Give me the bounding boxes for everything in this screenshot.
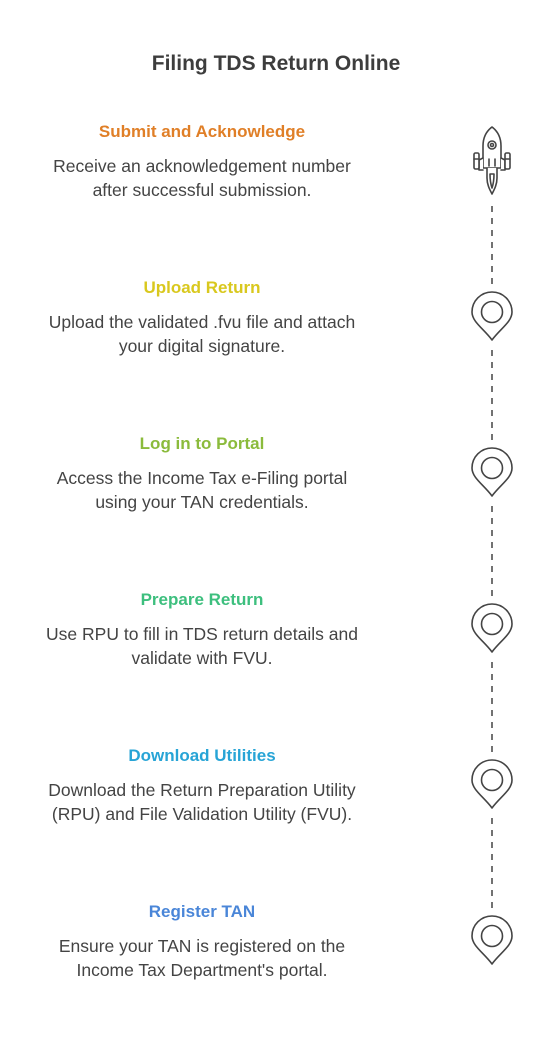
step-description: Receive an acknowledgement number after … [0,154,404,202]
description-line: Income Tax Department's portal. [76,960,328,980]
step-heading: Register TAN [148,902,256,921]
step-prepare-return: Prepare Return Use RPU to fill in TDS re… [0,588,404,670]
step-heading: Submit and Acknowledge [98,122,306,141]
description-line: Download the Return Preparation Utility [48,780,356,800]
description-line: validate with FVU. [131,648,273,668]
description-line: your digital signature. [118,336,286,356]
step-log-in-to-portal: Log in to Portal Access the Income Tax e… [0,432,404,514]
step-download-utilities: Download Utilities Download the Return P… [0,744,404,826]
map-pin-icon [471,447,513,497]
rocket-icon [473,126,511,195]
description-line: Receive an acknowledgement number [53,156,351,176]
step-register-tan: Register TAN Ensure your TAN is register… [0,900,404,982]
diagram-title: Filing TDS Return Online [151,52,401,75]
step-heading: Log in to Portal [139,434,265,453]
description-line: using your TAN credentials. [95,492,309,512]
map-pin-icon [471,603,513,653]
step-heading: Download Utilities [128,746,276,765]
description-line: (RPU) and File Validation Utility (FVU). [51,804,353,824]
step-description: Ensure your TAN is registered on the Inc… [0,934,404,982]
description-line: Access the Income Tax e-Filing portal [56,468,348,488]
step-description: Access the Income Tax e-Filing portal us… [0,466,404,514]
map-pin-icon [471,291,513,341]
description-line: Use RPU to fill in TDS return details an… [46,624,358,644]
step-submit-and-acknowledge: Submit and Acknowledge Receive an acknow… [0,120,404,202]
step-upload-return: Upload Return Upload the validated .fvu … [0,276,404,358]
map-pin-icon [471,915,513,965]
step-description: Download the Return Preparation Utility … [0,778,404,826]
description-line: Ensure your TAN is registered on the [58,936,346,956]
description-line: after successful submission. [92,180,312,200]
step-description: Upload the validated .fvu file and attac… [0,310,404,358]
map-pin-icon [471,759,513,809]
step-heading: Prepare Return [140,590,264,609]
description-line: Upload the validated .fvu file and attac… [48,312,356,332]
step-description: Use RPU to fill in TDS return details an… [0,622,404,670]
step-heading: Upload Return [143,278,261,297]
